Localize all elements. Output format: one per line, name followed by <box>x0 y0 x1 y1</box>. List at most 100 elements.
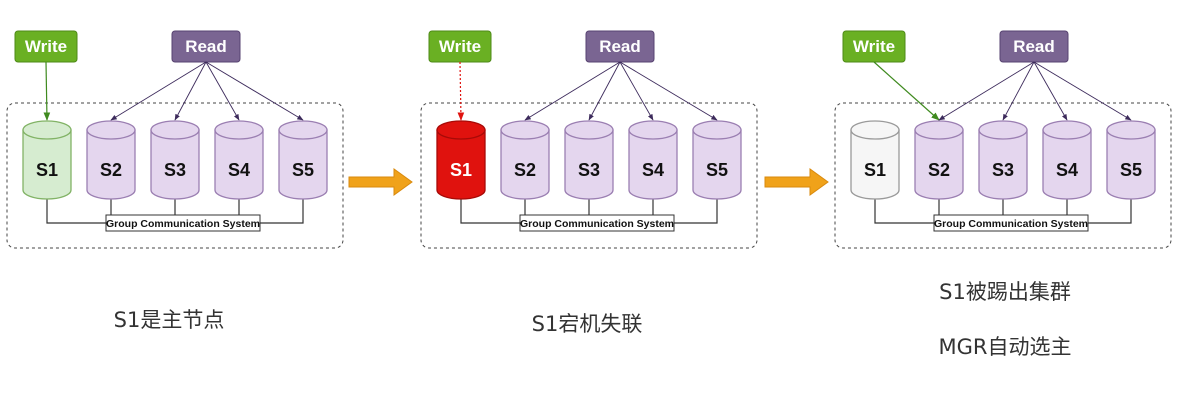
cylinder-body <box>500 129 550 200</box>
node-label: S4 <box>228 160 250 180</box>
panel-1-caption: S1是主节点 <box>113 308 225 332</box>
cylinder-top <box>150 120 200 140</box>
cluster-boundary <box>6 102 344 249</box>
node-label: S4 <box>1056 160 1078 180</box>
read-link <box>205 61 304 121</box>
read-link <box>110 61 207 121</box>
panel-2-caption: S1宕机失联 <box>531 312 643 336</box>
panel-2: Group Communication System S1 S2 S3 S4 S5 Writ… <box>420 30 758 249</box>
cylinder-body <box>1106 129 1156 200</box>
read-link <box>938 61 1035 121</box>
node-label: S1 <box>864 160 886 180</box>
node-label: S2 <box>100 160 122 180</box>
node-label: S5 <box>292 160 314 180</box>
node-label: S4 <box>642 160 664 180</box>
read-link <box>1033 61 1132 121</box>
read-link <box>1033 61 1068 121</box>
node-s4: S4 <box>214 120 264 200</box>
read-link <box>205 61 240 121</box>
transition-arrow-2 <box>764 168 829 196</box>
node-label: S3 <box>578 160 600 180</box>
node-label: S1 <box>36 160 58 180</box>
node-label: S3 <box>992 160 1014 180</box>
gcs-label: Group Communication System <box>934 218 1088 230</box>
node-label: S2 <box>514 160 536 180</box>
cylinder-top <box>978 120 1028 140</box>
read-label: Read <box>1013 37 1055 56</box>
panel-3: Group Communication System S1 S2 S3 S4 S5 Writ… <box>834 30 1172 249</box>
gcs-label: Group Communication System <box>106 218 260 230</box>
cylinder-top <box>436 120 486 140</box>
write-link <box>873 61 940 121</box>
gcs-label-box <box>519 214 675 232</box>
cylinder-body <box>86 129 136 200</box>
cylinder-top <box>564 120 614 140</box>
cylinder-body <box>914 129 964 200</box>
cylinder-body <box>692 129 742 200</box>
node-label: S5 <box>1120 160 1142 180</box>
read-link <box>588 61 621 121</box>
cylinder-body <box>22 129 72 200</box>
cluster-boundary <box>834 102 1172 249</box>
cylinder-top <box>22 120 72 140</box>
node-s1: S1 <box>436 120 486 200</box>
write-label: Write <box>853 37 895 56</box>
node-s2: S2 <box>500 120 550 200</box>
gcs-label-box <box>105 214 261 232</box>
read-link <box>619 61 654 121</box>
cluster-boundary <box>420 102 758 249</box>
cylinder-top <box>1042 120 1092 140</box>
cylinder-top <box>628 120 678 140</box>
cylinder-body <box>150 129 200 200</box>
read-label: Read <box>185 37 227 56</box>
node-s4: S4 <box>1042 120 1092 200</box>
cylinder-body <box>436 129 486 200</box>
node-s3: S3 <box>564 120 614 200</box>
cylinder-body <box>214 129 264 200</box>
cylinder-top <box>214 120 264 140</box>
cylinder-top <box>692 120 742 140</box>
read-link <box>524 61 621 121</box>
node-s2: S2 <box>86 120 136 200</box>
panel-1: Group Communication System S1 S2 S3 S4 S5 Writ… <box>6 30 344 249</box>
gcs-label: Group Communication System <box>520 218 674 230</box>
cylinder-top <box>1106 120 1156 140</box>
read-link <box>174 61 207 121</box>
node-s5: S5 <box>1106 120 1156 200</box>
node-s4: S4 <box>628 120 678 200</box>
node-s1: S1 <box>22 120 72 200</box>
transition-arrow-1 <box>348 168 413 196</box>
read-link <box>1002 61 1035 121</box>
cylinder-top <box>850 120 900 140</box>
node-label: S3 <box>164 160 186 180</box>
panel-3-caption: S1被踢出集群 <box>939 280 1071 304</box>
write-link <box>457 61 465 121</box>
cylinder-body <box>628 129 678 200</box>
node-s3: S3 <box>150 120 200 200</box>
write-label: Write <box>439 37 481 56</box>
cylinder-body <box>564 129 614 200</box>
node-s5: S5 <box>278 120 328 200</box>
node-s3: S3 <box>978 120 1028 200</box>
node-s2: S2 <box>914 120 964 200</box>
node-s1: S1 <box>850 120 900 200</box>
node-label: S2 <box>928 160 950 180</box>
write-link <box>43 61 51 121</box>
node-label: S5 <box>706 160 728 180</box>
panel-3-caption: MGR自动选主 <box>938 335 1072 359</box>
cylinder-body <box>278 129 328 200</box>
read-link <box>619 61 718 121</box>
cylinder-body <box>850 129 900 200</box>
node-label: S1 <box>450 160 472 180</box>
gcs-label-box <box>933 214 1089 232</box>
node-s5: S5 <box>692 120 742 200</box>
cylinder-body <box>978 129 1028 200</box>
cylinder-top <box>86 120 136 140</box>
cylinder-top <box>500 120 550 140</box>
cylinder-top <box>914 120 964 140</box>
cylinder-top <box>278 120 328 140</box>
cylinder-body <box>1042 129 1092 200</box>
write-label: Write <box>25 37 67 56</box>
read-label: Read <box>599 37 641 56</box>
